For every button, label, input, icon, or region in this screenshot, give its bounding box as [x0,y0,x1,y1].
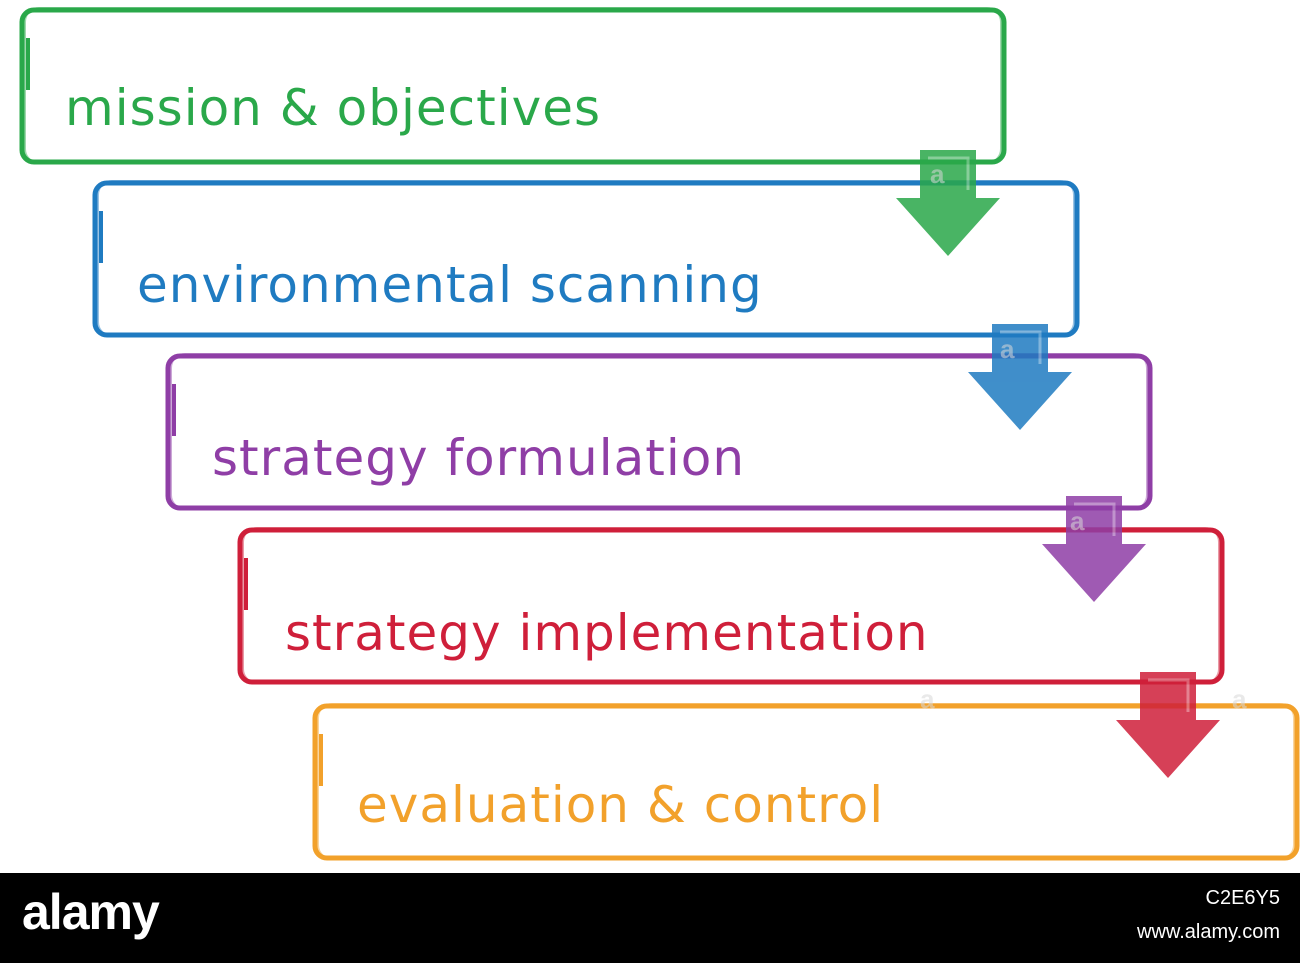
step-box-brush [242,527,1220,684]
down-arrow-icon [1116,672,1220,778]
watermark: a [920,684,935,714]
down-arrow-icon [968,324,1072,430]
step-label: strategy implementation [285,604,929,662]
step-box-brush [97,180,1075,337]
step-label: strategy formulation [212,429,745,487]
step-box [312,703,1300,861]
watermark: a [930,159,945,189]
step-box [92,180,1080,338]
step-box [165,353,1153,511]
step-box [237,527,1225,685]
step-box-brush [170,353,1148,510]
diagram-canvas: mission & objectives environmental scanni… [19,7,1300,861]
step-label: environmental scanning [137,256,763,314]
down-arrow-icon [896,150,1000,256]
down-arrow-icon [1042,496,1146,602]
watermark: a [1070,506,1085,536]
process-diagram: mission & objectives environmental scanni… [19,7,1300,861]
alamy-logo: alamy [22,884,160,940]
watermark: a [1000,334,1015,364]
step-box [19,7,1007,165]
step-box-brush [24,7,1002,164]
image-id: C2E6Y5 [1205,887,1281,909]
step-label: evaluation & control [357,776,884,834]
step-box-brush [317,703,1295,860]
watermark: a [1232,684,1247,714]
stock-footer: alamy C2E6Y5 www.alamy.com [0,873,1300,963]
site-url: www.alamy.com [1137,921,1280,943]
step-label: mission & objectives [65,79,601,137]
